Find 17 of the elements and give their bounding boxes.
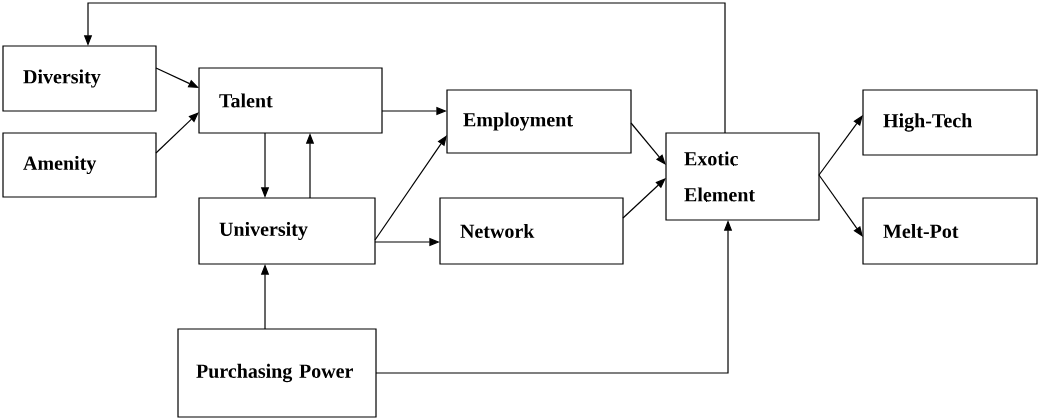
concept-box: Talent (198, 67, 383, 134)
concept-box: Melt-Pot (862, 197, 1038, 265)
concept-box: Purchasing Power (177, 328, 377, 418)
arrow (630, 122, 666, 165)
concept-box: Network (439, 197, 624, 265)
concept-box: University (198, 197, 376, 265)
concept-box: Exotic Element (665, 132, 820, 221)
arrow (622, 178, 666, 219)
arrow (818, 115, 863, 176)
concept-box: High-Tech (862, 89, 1038, 156)
arrow (818, 174, 863, 237)
concept-box: Diversity (2, 45, 157, 112)
arrow (155, 67, 199, 88)
concept-box: Employment (446, 89, 632, 154)
arrow (374, 135, 447, 241)
concept-box: Amenity (2, 132, 157, 198)
arrow (155, 112, 199, 154)
